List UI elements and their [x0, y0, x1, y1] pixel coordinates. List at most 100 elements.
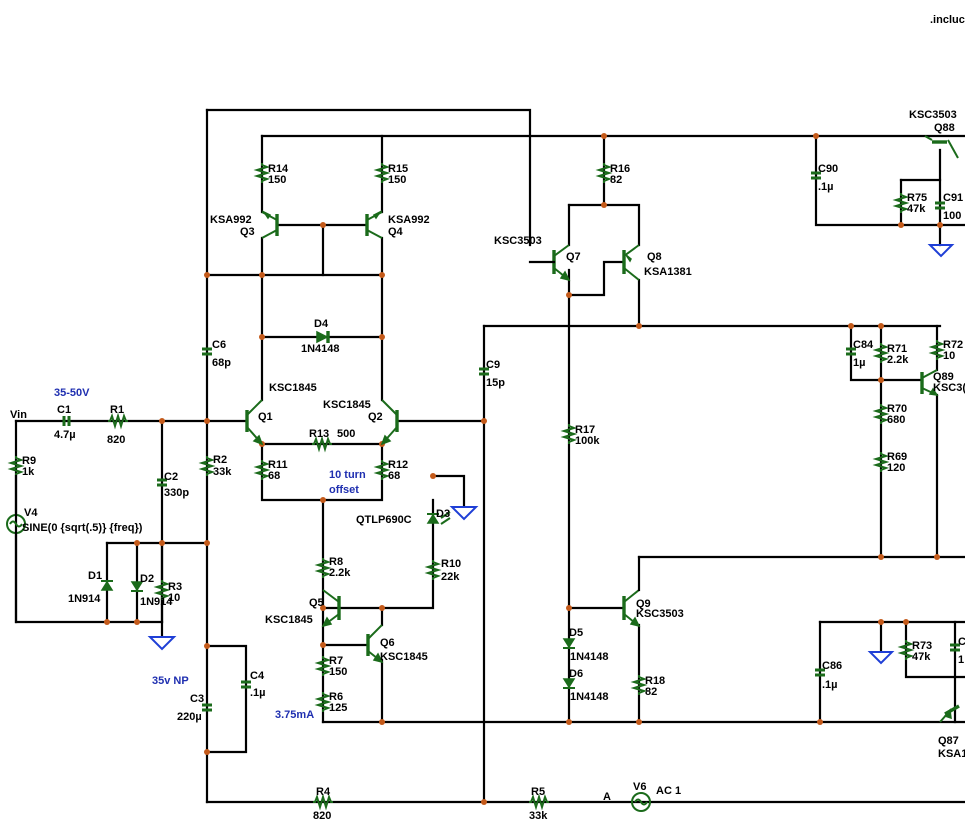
transistor-Q1[interactable]: [245, 399, 264, 446]
transistor-Q88[interactable]: [924, 135, 959, 159]
capacitor-C-edge[interactable]: [950, 643, 960, 652]
transistor-Q89[interactable]: [920, 369, 939, 396]
c_edge-name: C: [958, 636, 965, 648]
r3-value: 10: [168, 592, 180, 604]
transistor-Q8[interactable]: [622, 244, 640, 281]
diode-D1[interactable]: [100, 580, 114, 591]
resistor-R16[interactable]: [595, 163, 613, 183]
voltage-source-V6[interactable]: [631, 792, 651, 812]
diode-D5[interactable]: [562, 638, 576, 649]
r9-name: R9: [22, 455, 36, 467]
capacitor-C2[interactable]: [157, 478, 167, 487]
capacitor-C3[interactable]: [202, 703, 212, 712]
c90-name: C90: [818, 163, 838, 175]
resistor-R69[interactable]: [872, 452, 890, 472]
r1-value: 820: [107, 434, 125, 446]
d4-value: 1N4148: [301, 343, 340, 355]
r5-name: R5: [531, 786, 545, 798]
c91-name: C91: [943, 192, 963, 204]
capacitor-C6[interactable]: [202, 347, 212, 356]
transistor-Q3[interactable]: [261, 210, 279, 239]
resistor-R2[interactable]: [198, 456, 216, 476]
resistor-R18[interactable]: [630, 675, 648, 695]
resistor-R4[interactable]: [313, 793, 333, 811]
r7-name: R7: [329, 655, 343, 667]
transistor-Q4[interactable]: [365, 210, 383, 239]
capacitor-C9[interactable]: [479, 367, 489, 376]
resistor-R7[interactable]: [314, 656, 332, 676]
c6-value: 68p: [212, 357, 231, 369]
r6-value: 125: [329, 702, 347, 714]
offset-note-line2: offset: [329, 484, 359, 496]
resistor-R13[interactable]: [312, 435, 332, 453]
transistor-Q6[interactable]: [366, 624, 384, 664]
r72-name: R72: [943, 339, 963, 351]
resistor-R8[interactable]: [314, 558, 332, 578]
capacitor-C84[interactable]: [846, 347, 856, 356]
r4-name: R4: [316, 786, 331, 798]
capacitor-C90[interactable]: [811, 171, 821, 180]
resistor-R70[interactable]: [872, 404, 890, 424]
voltage-source-V4[interactable]: [6, 474, 26, 624]
c9-value: 15p: [486, 377, 505, 389]
transistor-Q9[interactable]: [622, 555, 641, 628]
transistor-Q87[interactable]: [939, 704, 960, 723]
resistor-R5[interactable]: [529, 793, 549, 811]
capacitor-C1[interactable]: [62, 416, 71, 426]
r6-name: R6: [329, 691, 343, 703]
resistor-R3[interactable]: [153, 580, 171, 600]
q87-model: KSA1: [938, 748, 965, 760]
resistor-R1[interactable]: [108, 412, 128, 430]
r15-value: 150: [388, 174, 406, 186]
d1-name: D1: [88, 570, 102, 582]
resistor-R72[interactable]: [928, 340, 946, 360]
c2-name: C2: [164, 471, 178, 483]
d6-value: 1N4148: [570, 691, 609, 703]
r2-value: 33k: [213, 466, 232, 478]
diode-D4[interactable]: [316, 330, 330, 344]
resistor-R10[interactable]: [424, 560, 442, 580]
q3-name: Q3: [240, 226, 255, 238]
r7-value: 150: [329, 666, 347, 678]
d5-value: 1N4148: [570, 651, 609, 663]
diode-D2[interactable]: [130, 581, 144, 592]
current-note: 3.75mA: [275, 709, 314, 721]
transistor-Q2[interactable]: [380, 399, 399, 446]
transistor-Q5[interactable]: [321, 589, 341, 628]
v4-name: V4: [24, 507, 38, 519]
resistor-R14[interactable]: [253, 163, 271, 183]
c4-value: .1µ: [250, 687, 266, 699]
capacitor-C91[interactable]: [935, 201, 945, 210]
resistor-R17[interactable]: [560, 424, 578, 444]
resistor-R71[interactable]: [872, 343, 890, 363]
r17-value: 100k: [575, 435, 600, 447]
q89-name: Q89: [933, 371, 954, 383]
r18-value: 82: [645, 686, 657, 698]
r11-value: 68: [268, 470, 280, 482]
transistor-Q7[interactable]: [528, 244, 571, 282]
r8-value: 2.2k: [329, 567, 351, 579]
resistor-R73[interactable]: [897, 640, 915, 660]
c90-value: .1µ: [818, 181, 834, 193]
led-D3[interactable]: [426, 511, 451, 525]
c1-name: C1: [57, 404, 71, 416]
resistor-R75[interactable]: [892, 193, 910, 213]
r72-value: 10: [943, 350, 955, 362]
diode-D6[interactable]: [562, 678, 576, 689]
c91-value: 100: [943, 210, 961, 222]
capacitor-C86[interactable]: [815, 668, 825, 677]
resistor-R11[interactable]: [253, 460, 271, 480]
resistor-R9[interactable]: [7, 456, 25, 476]
q9-model: KSC3503: [636, 608, 684, 620]
resistor-R6[interactable]: [314, 692, 332, 712]
resistor-R12[interactable]: [373, 460, 391, 480]
q1-model: KSC1845: [269, 382, 317, 394]
q88-model: KSC3503: [909, 109, 957, 121]
r12-value: 68: [388, 470, 400, 482]
r17-name: R17: [575, 424, 595, 436]
c_edge-value: 1: [958, 654, 964, 666]
resistor-R15[interactable]: [373, 163, 391, 183]
r12-name: R12: [388, 459, 408, 471]
capacitor-C4[interactable]: [241, 680, 251, 689]
